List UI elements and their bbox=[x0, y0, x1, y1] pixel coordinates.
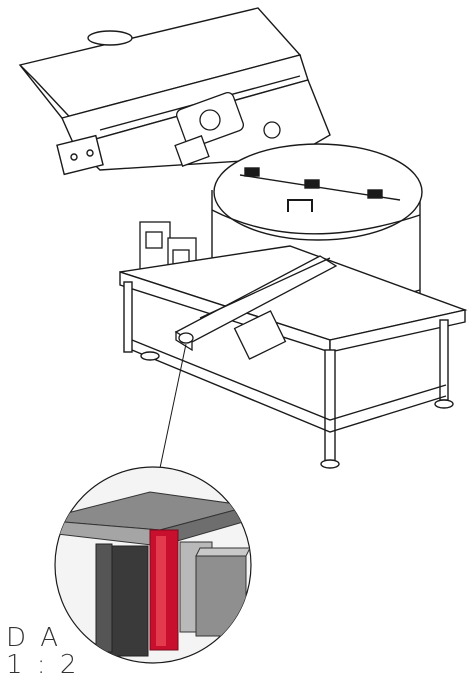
detail-leader-line bbox=[159, 343, 187, 469]
detail-view-scale: 1 : 2 bbox=[6, 650, 80, 680]
feeder-rail bbox=[174, 255, 338, 360]
detail-view-label: D A bbox=[6, 623, 62, 653]
detail-view-circle bbox=[54, 466, 252, 664]
motor bbox=[174, 91, 281, 167]
